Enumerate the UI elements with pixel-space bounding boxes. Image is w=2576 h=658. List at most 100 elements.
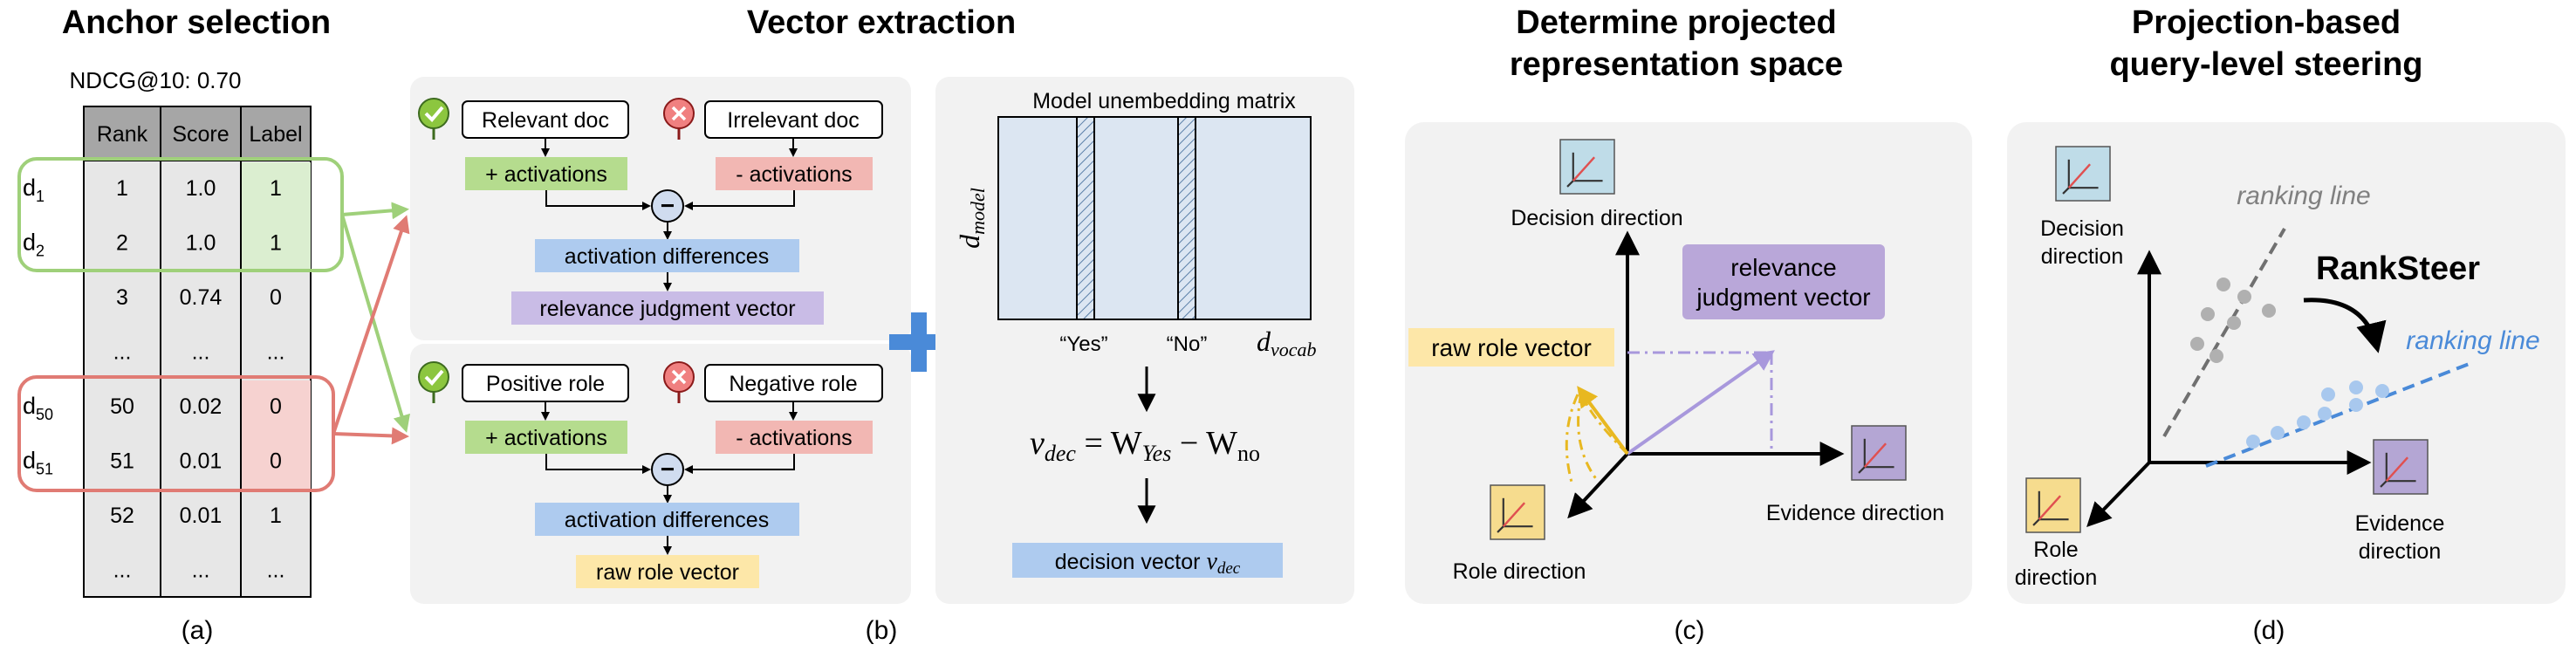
decision-vector-box <box>1012 543 1283 578</box>
svg-text:decision vector vdec: decision vector vdec <box>1055 548 1241 578</box>
raw-role-vector-box <box>576 555 759 588</box>
relevance-judgment-vector-label-box <box>1682 244 1885 319</box>
svg-text:- activations: - activations <box>736 426 852 450</box>
label-highlight-irrelevant <box>241 380 311 489</box>
svg-text:Positive role: Positive role <box>486 372 605 396</box>
table-cell: 1 <box>270 231 282 256</box>
relevance-judgment-vector-arrow <box>1626 350 1775 456</box>
svg-text:Irrelevant doc: Irrelevant doc <box>727 108 859 133</box>
ranking-line-label-blue: ranking line <box>2406 326 2539 355</box>
svg-text:+ activations: + activations <box>485 162 607 187</box>
svg-text:+ activations: + activations <box>485 426 607 450</box>
svg-text:relevance judgment vector: relevance judgment vector <box>539 297 795 321</box>
table-header: Score <box>172 122 229 147</box>
table-cell: 0.01 <box>180 504 223 528</box>
raw-role-vector-arrow <box>1577 386 1629 456</box>
ranking-line-blue <box>2205 361 2472 468</box>
yes-column <box>1076 116 1095 320</box>
evidence-axis-icon <box>2373 439 2429 495</box>
table-cell: 1 <box>116 176 128 201</box>
ranking-line-label-grey: ranking line <box>2237 182 2370 210</box>
minus-activations-box <box>716 421 873 454</box>
extraction-relevance-panel: Relevant doc Irrelevant doc + activation… <box>410 77 911 340</box>
unembedding-panel: Model unembedding matrix dmodel “Yes” “N… <box>935 77 1354 604</box>
table-cell: 0 <box>270 449 282 474</box>
table-cell: 1.0 <box>186 176 216 201</box>
relevance-judgment-vector-box <box>511 291 824 325</box>
table-cell: ... <box>192 340 210 365</box>
role-direction-label: direction <box>2015 565 2098 590</box>
check-icon <box>418 361 449 403</box>
anchor-arrows <box>332 202 411 445</box>
table-cell: 0 <box>270 285 282 310</box>
d-model-label: dmodel <box>954 188 989 249</box>
label-highlight-relevant <box>241 162 311 269</box>
svg-text:judgment vector: judgment vector <box>1696 284 1870 311</box>
caption-a: (a) <box>182 616 214 645</box>
method-name: RankSteer <box>2316 250 2480 287</box>
doc-label: d50 <box>23 393 53 423</box>
table-cell: 52 <box>110 504 134 528</box>
svg-text:−: − <box>661 192 675 219</box>
svg-text:Negative role: Negative role <box>729 372 857 396</box>
plus-activations-box <box>465 157 627 190</box>
svg-text:- activations: - activations <box>736 162 852 187</box>
ndcg-label: NDCG@10: 0.70 <box>70 67 242 93</box>
table-header-bg <box>83 106 312 161</box>
table-cell: 1 <box>270 176 282 201</box>
table-header: Rank <box>97 122 148 147</box>
steering-arrow <box>2303 298 2387 353</box>
table-cell: 1.0 <box>186 231 216 256</box>
table-header: Label <box>249 122 302 147</box>
table-cell: 3 <box>116 285 128 310</box>
svg-text:raw role vector: raw role vector <box>596 560 739 585</box>
doc-label: d51 <box>23 448 53 478</box>
table-cell: 51 <box>110 449 134 474</box>
table-cell: ... <box>267 340 285 365</box>
table-cell: ... <box>113 559 132 583</box>
table-cell: ... <box>192 559 210 583</box>
svg-text:activation differences: activation differences <box>565 244 769 269</box>
role-axis-icon <box>2025 477 2081 533</box>
svg-text:−: − <box>661 456 675 483</box>
title-c-line2: representation space <box>1510 46 1843 83</box>
table-cell: 0 <box>270 394 282 419</box>
svg-text:activation differences: activation differences <box>565 508 769 532</box>
doc-label: d2 <box>23 230 45 260</box>
plus-activations-box <box>465 421 627 454</box>
table-cell: 50 <box>110 394 134 419</box>
role-direction-label: Role <box>2033 538 2078 562</box>
evidence-direction-label: direction <box>2359 539 2442 564</box>
activation-differences-box <box>535 239 799 272</box>
evidence-direction-label: Evidence direction <box>1766 501 1944 525</box>
role-axis-icon <box>1490 484 1545 540</box>
caption-b: (b) <box>866 616 898 645</box>
svg-text:relevance: relevance <box>1730 254 1836 281</box>
ranking-line-grey <box>2162 227 2286 438</box>
decision-direction-label: direction <box>2041 244 2124 269</box>
yes-label: “Yes” <box>1059 332 1107 356</box>
title-b: Vector extraction <box>747 4 1016 41</box>
blue-points <box>2246 380 2389 449</box>
role-axis <box>1567 452 1629 519</box>
table-cell: 0.01 <box>180 449 223 474</box>
caption-c: (c) <box>1675 616 1705 645</box>
activation-differences-box <box>535 503 799 536</box>
evidence-axis-icon <box>1851 425 1907 481</box>
d-vocab-label: dvocab <box>1257 326 1317 360</box>
minus-activations-box <box>716 157 873 190</box>
space-c-panel: Decision direction Evidence direction Ro… <box>1405 122 1972 604</box>
combine-plus-icon <box>889 312 949 372</box>
decision-axis-icon <box>1559 139 1615 195</box>
decision-direction-label: Decision direction <box>1511 206 1682 230</box>
table-cell: 2 <box>116 231 128 256</box>
no-column <box>1177 116 1196 320</box>
unembedding-matrix <box>997 116 1312 320</box>
cross-icon <box>663 98 695 140</box>
no-label: “No” <box>1167 332 1208 356</box>
raw-role-vector-label-box <box>1408 328 1614 367</box>
cross-icon <box>663 361 695 403</box>
